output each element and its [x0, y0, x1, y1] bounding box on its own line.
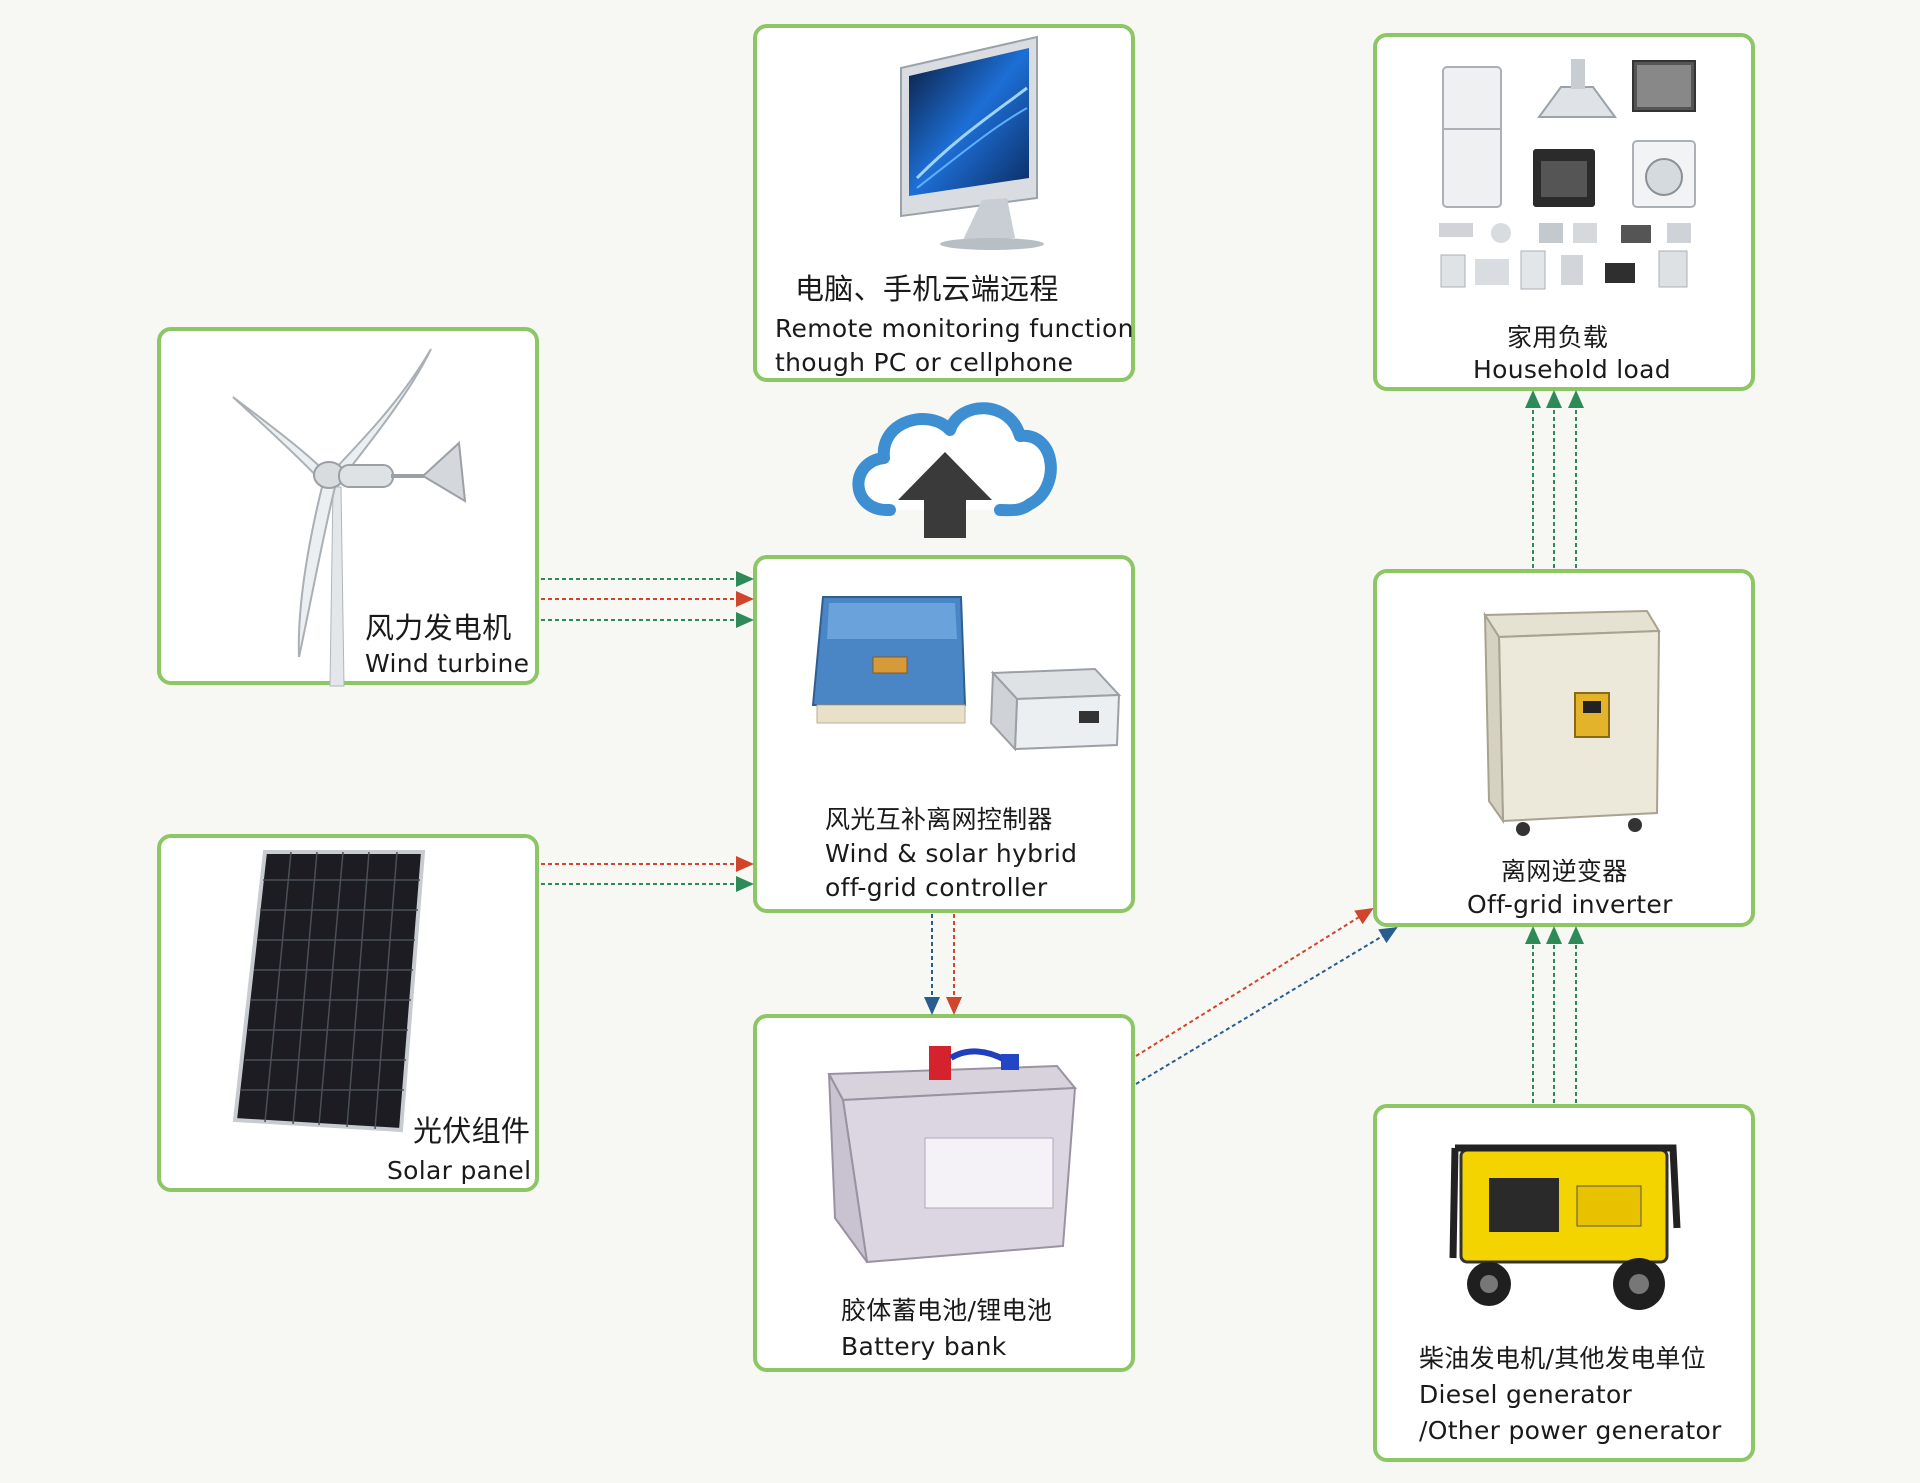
- generator-line1: Diesel generator: [1419, 1380, 1633, 1409]
- household-load-node: 家用负载 Household load: [1373, 33, 1755, 391]
- controller-to-battery-arrows: [924, 914, 962, 1015]
- appliances-icon: [1439, 59, 1696, 290]
- battery-icon: [827, 1046, 1078, 1264]
- remote-monitoring-line2: though PC or cellphone: [775, 348, 1074, 377]
- solar-panel-node: 光伏组件 Solar panel: [157, 834, 539, 1192]
- generator-icon: [1449, 1144, 1681, 1310]
- solar-panel-title-cn: 光伏组件: [413, 1114, 531, 1148]
- household-load-title-cn: 家用负载: [1507, 323, 1609, 352]
- solar-panel-icon: [232, 850, 426, 1133]
- wind-turbine-node: 风力发电机 Wind turbine: [157, 327, 539, 687]
- remote-monitoring-title-cn: 电脑、手机云端远程: [795, 272, 1059, 306]
- generator-node: 柴油发电机/其他发电单位 Diesel generator /Other pow…: [1373, 1104, 1755, 1462]
- controller-title-cn: 风光互补离网控制器: [825, 805, 1053, 834]
- generator-title-cn: 柴油发电机/其他发电单位: [1419, 1344, 1707, 1373]
- household-load-title-en: Household load: [1473, 355, 1671, 384]
- inverter-to-load-arrows: [1525, 390, 1584, 568]
- remote-monitoring-node: 电脑、手机云端远程 Remote monitoring function tho…: [753, 24, 1135, 382]
- inverter-title-en: Off-grid inverter: [1467, 890, 1673, 919]
- battery-title-en: Battery bank: [841, 1332, 1007, 1361]
- controller-line1: Wind & solar hybrid: [825, 839, 1078, 868]
- wind-to-controller-arrows: [541, 571, 754, 628]
- generator-line2: /Other power generator: [1419, 1416, 1722, 1445]
- battery-title-cn: 胶体蓄电池/锂电池: [841, 1296, 1053, 1325]
- controller-node: 风光互补离网控制器 Wind & solar hybrid off-grid c…: [753, 555, 1135, 913]
- inverter-icon: [1483, 609, 1661, 836]
- monitor-icon: [900, 35, 1044, 250]
- battery-to-inverter-arrows: [1135, 907, 1398, 1085]
- generator-to-inverter-arrows: [1525, 926, 1584, 1103]
- inverter-title-cn: 离网逆变器: [1501, 857, 1628, 886]
- controller-icon: [811, 596, 1122, 752]
- wind-turbine-icon: [232, 348, 467, 687]
- controller-line2: off-grid controller: [825, 873, 1048, 902]
- wind-turbine-title-cn: 风力发电机: [365, 611, 512, 645]
- remote-monitoring-line1: Remote monitoring function: [775, 314, 1134, 343]
- inverter-node: 离网逆变器 Off-grid inverter: [1373, 569, 1755, 927]
- cloud-upload-icon: [852, 402, 1057, 538]
- battery-node: 胶体蓄电池/锂电池 Battery bank: [753, 1014, 1135, 1372]
- wind-turbine-title-en: Wind turbine: [365, 649, 530, 678]
- solar-panel-title-en: Solar panel: [387, 1156, 532, 1185]
- solar-to-controller-arrows: [541, 856, 754, 892]
